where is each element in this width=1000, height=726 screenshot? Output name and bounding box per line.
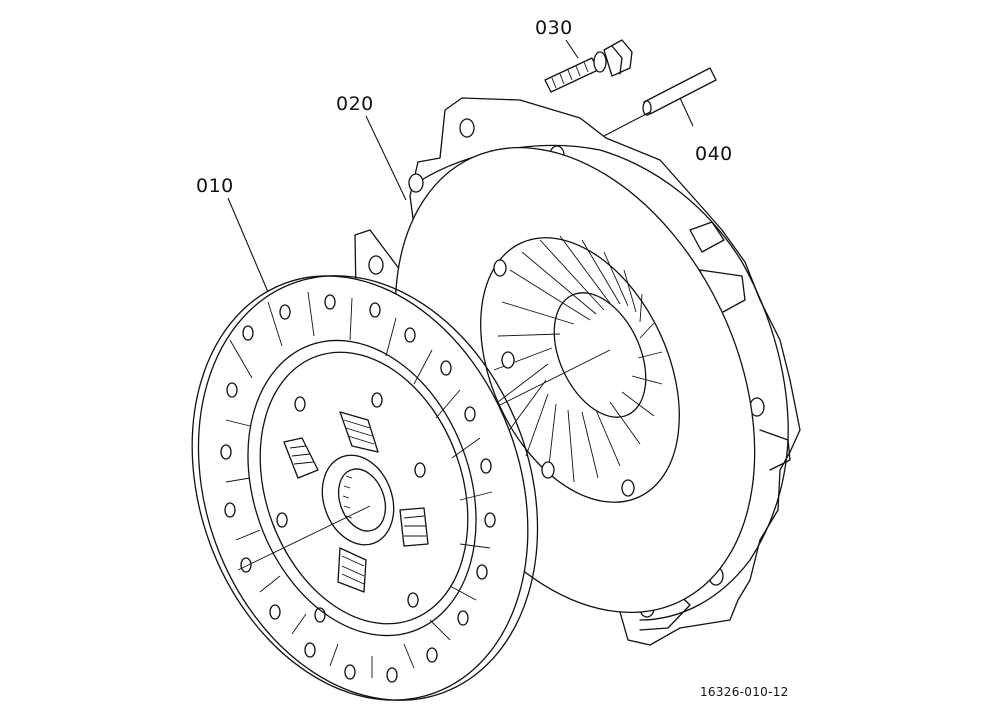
facing-rivet-holes: [220, 294, 496, 683]
clutch-disc: [191, 275, 539, 701]
bolt: [544, 39, 633, 93]
label-020: 020: [336, 93, 374, 115]
label-030: 030: [535, 17, 573, 39]
figure-number: 16326-010-12: [700, 685, 789, 699]
leader-lines: [227, 39, 694, 293]
pin: [642, 67, 717, 116]
damper-springs: [283, 411, 429, 593]
hub-splines: [342, 475, 353, 519]
facing-segments: [225, 291, 493, 678]
label-010: 010: [196, 175, 234, 197]
diaphragm-spring: [493, 235, 663, 497]
label-040: 040: [695, 143, 733, 165]
disc-plate-holes: [276, 392, 426, 623]
